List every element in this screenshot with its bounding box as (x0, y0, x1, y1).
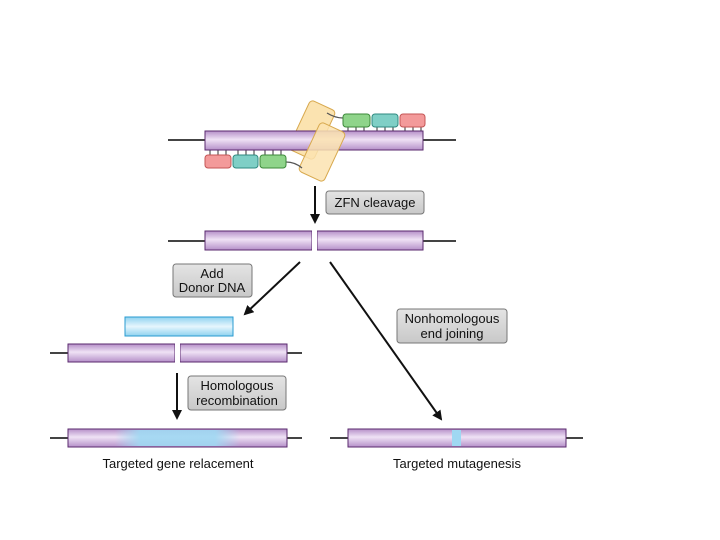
arrow-add-donor (243, 261, 301, 316)
zinc-finger-teal (232, 154, 259, 169)
donor-dna (124, 316, 234, 337)
hr-text-1: Homologous (201, 378, 274, 393)
outcome-gene-replacement: Targeted gene relacement (50, 428, 302, 471)
mutation-site (452, 430, 461, 446)
target-dna-with-zfn (168, 100, 456, 182)
add-donor-text-2: Donor DNA (179, 280, 246, 295)
hr-text-2: recombination (196, 393, 278, 408)
zinc-finger-red (399, 113, 426, 128)
zinc-finger-green (342, 113, 371, 128)
nhej-text-1: Nonhomologous (405, 311, 500, 326)
label-zfn-cleavage: ZFN cleavage (325, 190, 425, 215)
arrow-nhej (329, 261, 443, 421)
zinc-finger-red (204, 154, 232, 169)
replaced-region (115, 430, 240, 446)
cleaved-dna-with-donor (50, 343, 302, 363)
dna-segment (316, 230, 424, 251)
label-add-donor: Add Donor DNA (172, 263, 253, 298)
outcome-left-caption: Targeted gene relacement (102, 456, 253, 471)
add-donor-text-1: Add (200, 266, 223, 281)
dna-segment (67, 343, 176, 363)
cleaved-dna (168, 230, 456, 251)
outcome-right-caption: Targeted mutagenesis (393, 456, 521, 471)
foki-nuclease-right (298, 122, 346, 182)
dna-segment (179, 343, 288, 363)
nhej-text-2: end joining (421, 326, 484, 341)
label-hr: Homologous recombination (187, 375, 287, 411)
zinc-finger-green (259, 154, 287, 169)
zinc-finger-teal (371, 113, 399, 128)
outcome-mutagenesis: Targeted mutagenesis (330, 428, 583, 471)
zfn-cleavage-text: ZFN cleavage (335, 195, 416, 210)
label-nhej: Nonhomologous end joining (396, 308, 508, 344)
dna-segment (204, 230, 313, 251)
linker-bottom (285, 161, 303, 169)
linker-top (326, 112, 344, 119)
